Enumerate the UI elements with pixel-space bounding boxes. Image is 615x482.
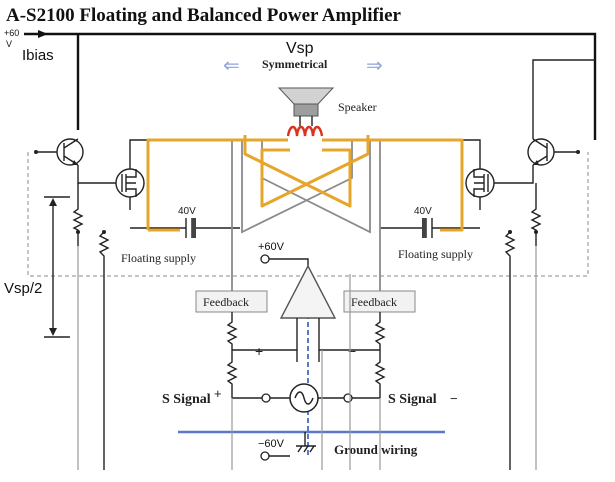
plus-sign-label: + [255, 343, 263, 359]
right-mosfet-icon [465, 168, 495, 198]
top-rail-arrow [38, 30, 48, 38]
minus-sign-label: − [348, 343, 356, 359]
vsp-half-dimension [44, 196, 70, 338]
right-resistor-bias [530, 183, 542, 246]
speaker-icon [277, 87, 335, 126]
s-signal-left-sign: + [214, 386, 222, 401]
left-resistor-bias [72, 183, 84, 246]
symmetrical-label: Symmetrical [262, 57, 328, 71]
floating-supply-right-label: Floating supply [398, 247, 473, 261]
vsp-label: Vsp [286, 40, 314, 57]
speaker-coil-icon [286, 125, 324, 137]
top-rail [24, 32, 597, 140]
left-mosfet-icon [115, 168, 145, 198]
opamp-triangle [279, 264, 337, 319]
plus60v-top-label: +60 [4, 28, 19, 38]
floating-supply-left-label: Floating supply [121, 251, 196, 265]
right-arrow-icon: ⇒ [366, 55, 383, 77]
ibias-label: Ibias [22, 47, 54, 64]
plus60v-terminal [260, 254, 270, 264]
plus60v-mid-label: +60V [258, 241, 285, 253]
s-signal-left-label: S Signal [162, 392, 211, 407]
opamp-inputs [296, 318, 320, 362]
speaker-cross-wiring [231, 139, 381, 310]
ac-source-icon [289, 383, 319, 413]
left-floating-capacitor-icon [185, 218, 196, 238]
opamp-supply-wire [269, 258, 309, 268]
right-bjt-transistor-icon [527, 138, 555, 166]
speaker-label: Speaker [338, 100, 377, 114]
feedback-right-label: Feedback [351, 295, 397, 309]
right-stage-wiring [374, 59, 595, 210]
left-40v-label: 40V [178, 206, 196, 217]
feedback-left-network [226, 312, 297, 398]
right-resistor-outer [504, 231, 516, 470]
floating-region-outline [27, 152, 589, 277]
minus60v-terminal [260, 451, 270, 461]
plus60v-top-unit: V [6, 39, 12, 49]
s-signal-right-sign: − [450, 391, 458, 406]
right-floating-capacitor-icon [422, 218, 433, 238]
vsp-half-label: Vsp/2 [4, 280, 42, 297]
bottom-return-wiring [77, 246, 537, 470]
diagram-title: A-S2100 Floating and Balanced Power Ampl… [6, 5, 402, 26]
left-arrow-icon: ⇐ [223, 55, 240, 77]
ground-wiring-label: Ground wiring [334, 442, 418, 457]
right-40v-label: 40V [414, 206, 432, 217]
left-resistor-outer [98, 231, 110, 470]
left-stage-wiring [77, 139, 242, 210]
feedback-left-label: Feedback [203, 295, 249, 309]
s-signal-right-label: S Signal [388, 392, 437, 407]
current-path [146, 135, 464, 232]
minus60v-label: −60V [258, 438, 285, 450]
ground-symbol-icon [296, 432, 316, 453]
left-bjt-transistor-icon [56, 138, 84, 166]
